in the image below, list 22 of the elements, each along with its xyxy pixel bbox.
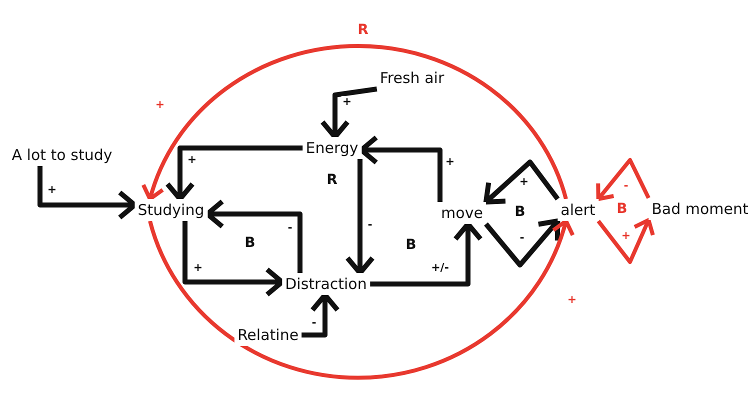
edge-label: +/- bbox=[430, 262, 450, 274]
variable-label: Energy bbox=[302, 137, 362, 159]
arrow bbox=[370, 222, 483, 286]
arrow bbox=[148, 219, 574, 380]
loop-label: R bbox=[358, 22, 368, 38]
loop-label: R bbox=[326, 172, 338, 188]
variable-label: alert bbox=[558, 199, 598, 221]
arrow bbox=[142, 44, 568, 201]
loop-label: B bbox=[616, 201, 628, 217]
arrow bbox=[596, 218, 655, 264]
arrow bbox=[165, 146, 303, 202]
arrow bbox=[320, 86, 378, 140]
loop-label: B bbox=[244, 235, 256, 251]
arrow bbox=[596, 158, 650, 201]
loop-label: B bbox=[514, 204, 526, 220]
variable-label: Distraction bbox=[282, 273, 370, 295]
loop-label: B bbox=[406, 237, 416, 253]
arrow bbox=[302, 292, 340, 338]
variable-label: Studying bbox=[134, 199, 208, 221]
arrow bbox=[483, 160, 560, 204]
arrow bbox=[345, 159, 375, 276]
arrow bbox=[484, 218, 560, 268]
